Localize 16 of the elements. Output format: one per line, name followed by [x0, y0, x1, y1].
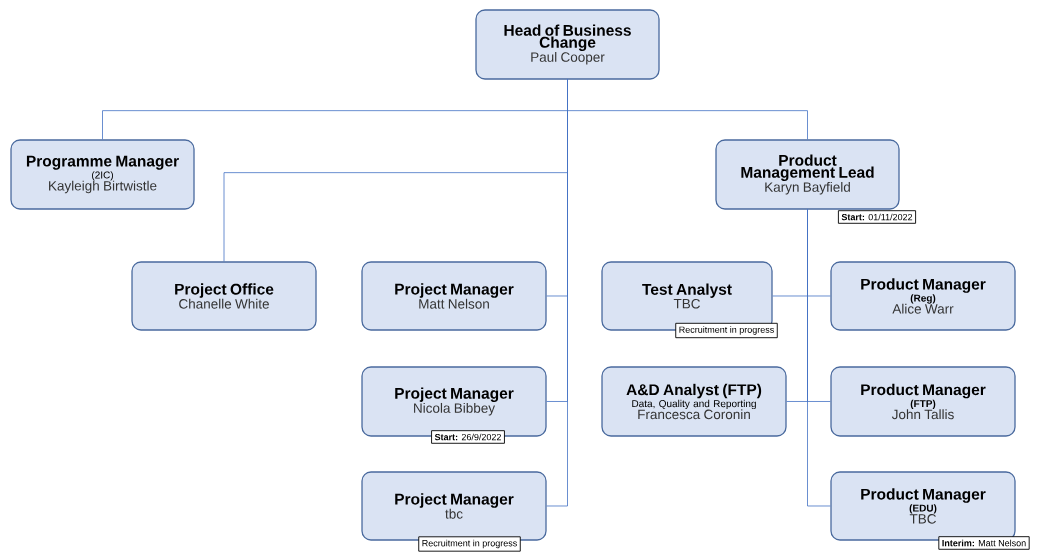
note-tag: Start: 01/11/2022 [837, 210, 917, 224]
connector-line [546, 79, 568, 507]
role-box: Programme Manager (2IC) Kayleigh Birtwistle [10, 139, 195, 210]
note-tag: Start: 26/9/2022 [431, 430, 505, 444]
role-box: Head of Business Change Paul Cooper [475, 9, 660, 80]
role-box: Product Manager (Reg) Alice Warr [830, 261, 1016, 331]
connector-line [807, 209, 831, 507]
note-tag: Interim: Matt Nelson [938, 536, 1030, 550]
role-box: Project Office Chanelle White [131, 261, 317, 331]
role-box: A&D Analyst (FTP) Data, Quality and Reporting Francesca Coronin [601, 366, 787, 437]
role-box: Product Management Lead Karyn Bayfield [715, 139, 900, 210]
role-box: Product Manager (FTP) John Tallis [830, 366, 1016, 437]
role-box: Project Manager Matt Nelson [361, 261, 547, 331]
note-tag: Recruitment in progress [418, 536, 521, 552]
note-tag: Recruitment in progress [675, 322, 778, 339]
role-box: Project Manager tbc [361, 471, 547, 541]
